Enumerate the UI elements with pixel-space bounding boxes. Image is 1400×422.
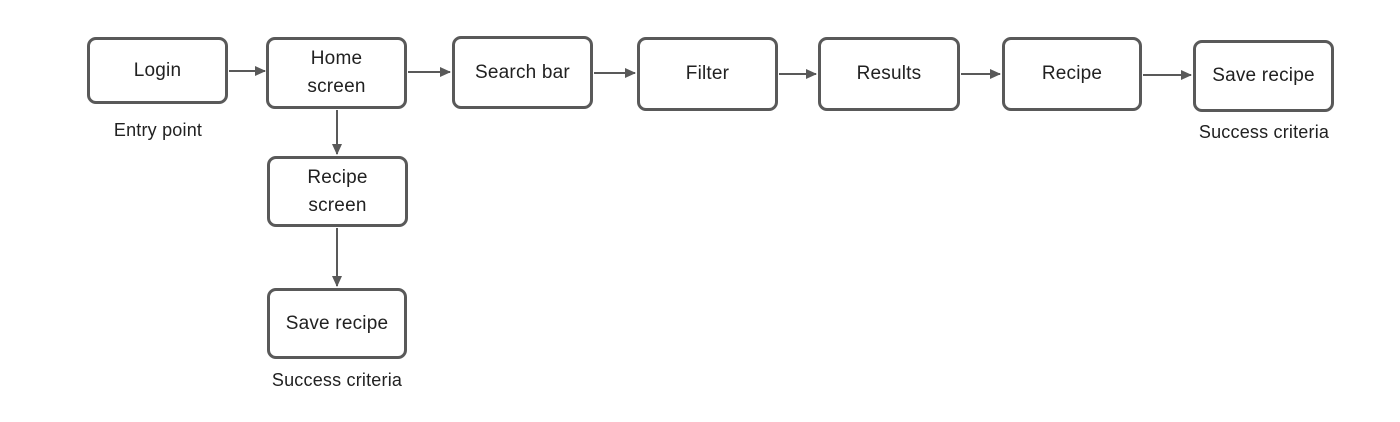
node-results-label: Results: [856, 63, 922, 85]
node-filter-label: Filter: [685, 63, 730, 85]
node-save-recipe-label: Save recipe: [1212, 65, 1315, 87]
node-login[interactable]: Login: [87, 37, 228, 104]
node-recipe-label: Recipe: [1041, 63, 1103, 85]
node-home-screen[interactable]: Home screen: [266, 37, 407, 109]
node-login-label: Login: [133, 59, 182, 81]
node-filter[interactable]: Filter: [637, 37, 778, 111]
node-recipe[interactable]: Recipe: [1002, 37, 1142, 111]
node-recipe-screen-label: Recipe screen: [307, 166, 368, 216]
node-save-recipe-branch[interactable]: Save recipe: [267, 288, 407, 359]
caption-success-criteria-bottom: Success criteria: [271, 370, 403, 390]
node-search-bar-label: Search bar: [475, 61, 570, 83]
node-home-screen-label: Home screen: [307, 48, 366, 97]
node-search-bar[interactable]: Search bar: [452, 36, 593, 109]
node-results[interactable]: Results: [818, 37, 960, 111]
caption-entry-point: Entry point: [113, 120, 203, 140]
caption-success-criteria-top: Success criteria: [1198, 122, 1330, 142]
node-recipe-screen[interactable]: Recipe screen: [267, 156, 408, 227]
node-save-recipe-branch-label: Save recipe: [285, 312, 389, 334]
node-save-recipe[interactable]: Save recipe: [1193, 40, 1334, 112]
